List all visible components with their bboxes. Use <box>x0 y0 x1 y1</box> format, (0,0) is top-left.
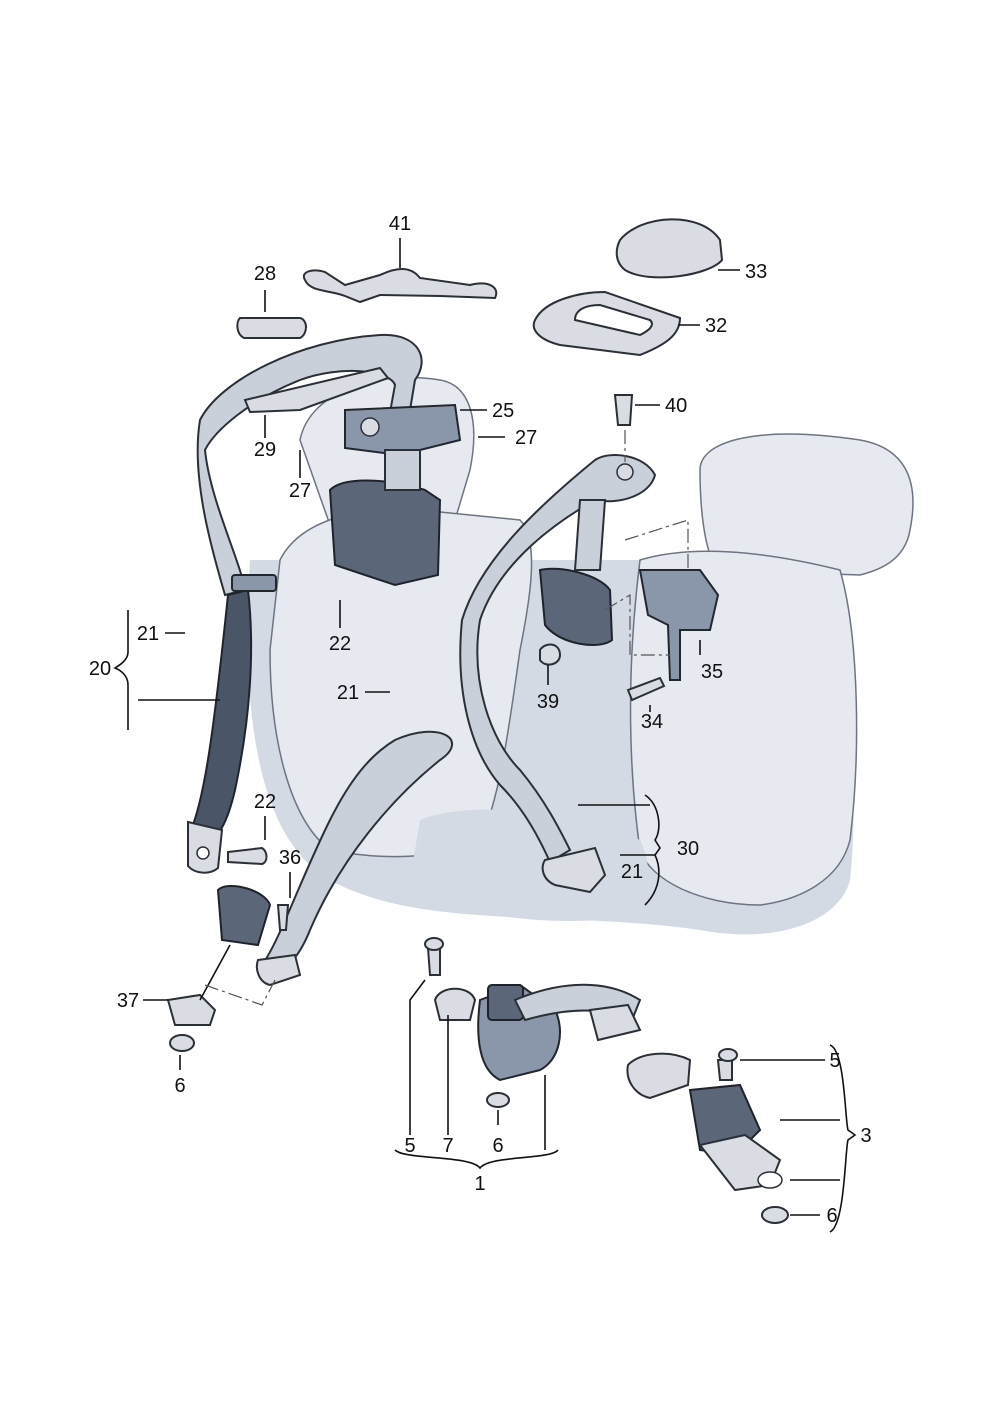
cover-cap-28 <box>236 317 307 339</box>
bolt-36 <box>276 904 290 931</box>
label-29: 29 <box>254 439 276 461</box>
buckle-assembly-1 <box>424 937 642 1108</box>
label-6-left: 6 <box>174 1075 185 1097</box>
bolt-40 <box>613 394 634 426</box>
buckle-assembly-3 <box>626 1048 789 1224</box>
label-5-right: 5 <box>829 1050 840 1072</box>
washer-6a <box>169 1034 195 1052</box>
label-35: 35 <box>701 661 723 683</box>
bolt-5b <box>716 1059 733 1081</box>
trim-32 <box>532 290 682 357</box>
washer-6b <box>486 1092 510 1108</box>
bracket-35 <box>638 569 720 681</box>
label-30: 30 <box>677 838 699 860</box>
label-25: 25 <box>492 400 514 422</box>
label-21-right: 21 <box>621 861 643 883</box>
center-seat-belt-assembly <box>459 394 720 894</box>
label-39: 39 <box>537 691 559 713</box>
leader-lines <box>113 238 857 1233</box>
retractor-left <box>328 479 442 587</box>
retractor-center <box>538 567 614 646</box>
retractor-mount-25 <box>344 403 462 457</box>
part-labels: 41 28 33 32 25 40 29 27 27 21 22 20 35 3… <box>89 213 872 1227</box>
buckle-37-head <box>216 885 272 947</box>
label-37: 37 <box>117 990 139 1012</box>
label-40: 40 <box>665 395 687 417</box>
washer-6c <box>761 1206 789 1224</box>
label-41: 41 <box>389 213 411 235</box>
rear-seat-illustration <box>247 376 914 935</box>
lower-left-buckles <box>166 730 453 1052</box>
label-28: 28 <box>254 263 276 285</box>
label-3: 3 <box>860 1125 871 1147</box>
label-22-upper: 22 <box>329 633 351 655</box>
cover-33 <box>615 218 724 279</box>
belt-guide-29 <box>243 366 390 414</box>
label-36: 36 <box>279 847 301 869</box>
label-32: 32 <box>705 315 727 337</box>
plate-7 <box>433 987 477 1021</box>
label-20: 20 <box>89 658 111 680</box>
buckle-37-base <box>166 993 217 1026</box>
label-34: 34 <box>641 711 663 733</box>
label-1: 1 <box>474 1173 485 1195</box>
bracket-41 <box>302 268 498 304</box>
label-21-center: 21 <box>337 682 359 704</box>
label-27-left: 27 <box>289 480 311 502</box>
label-6-right: 6 <box>826 1205 837 1227</box>
label-7: 7 <box>442 1135 453 1157</box>
label-27-right: 27 <box>515 427 537 449</box>
bolt-22 <box>227 846 268 866</box>
label-6-center: 6 <box>492 1135 503 1157</box>
label-33: 33 <box>745 261 767 283</box>
label-21-left: 21 <box>137 623 159 645</box>
left-seat-belt-assembly <box>187 317 462 874</box>
label-5-center: 5 <box>404 1135 415 1157</box>
label-22-lower: 22 <box>254 791 276 813</box>
upper-fixings <box>302 218 724 357</box>
bolt-5a <box>426 947 441 976</box>
nut-39 <box>539 643 562 666</box>
bolt-34 <box>626 676 666 702</box>
